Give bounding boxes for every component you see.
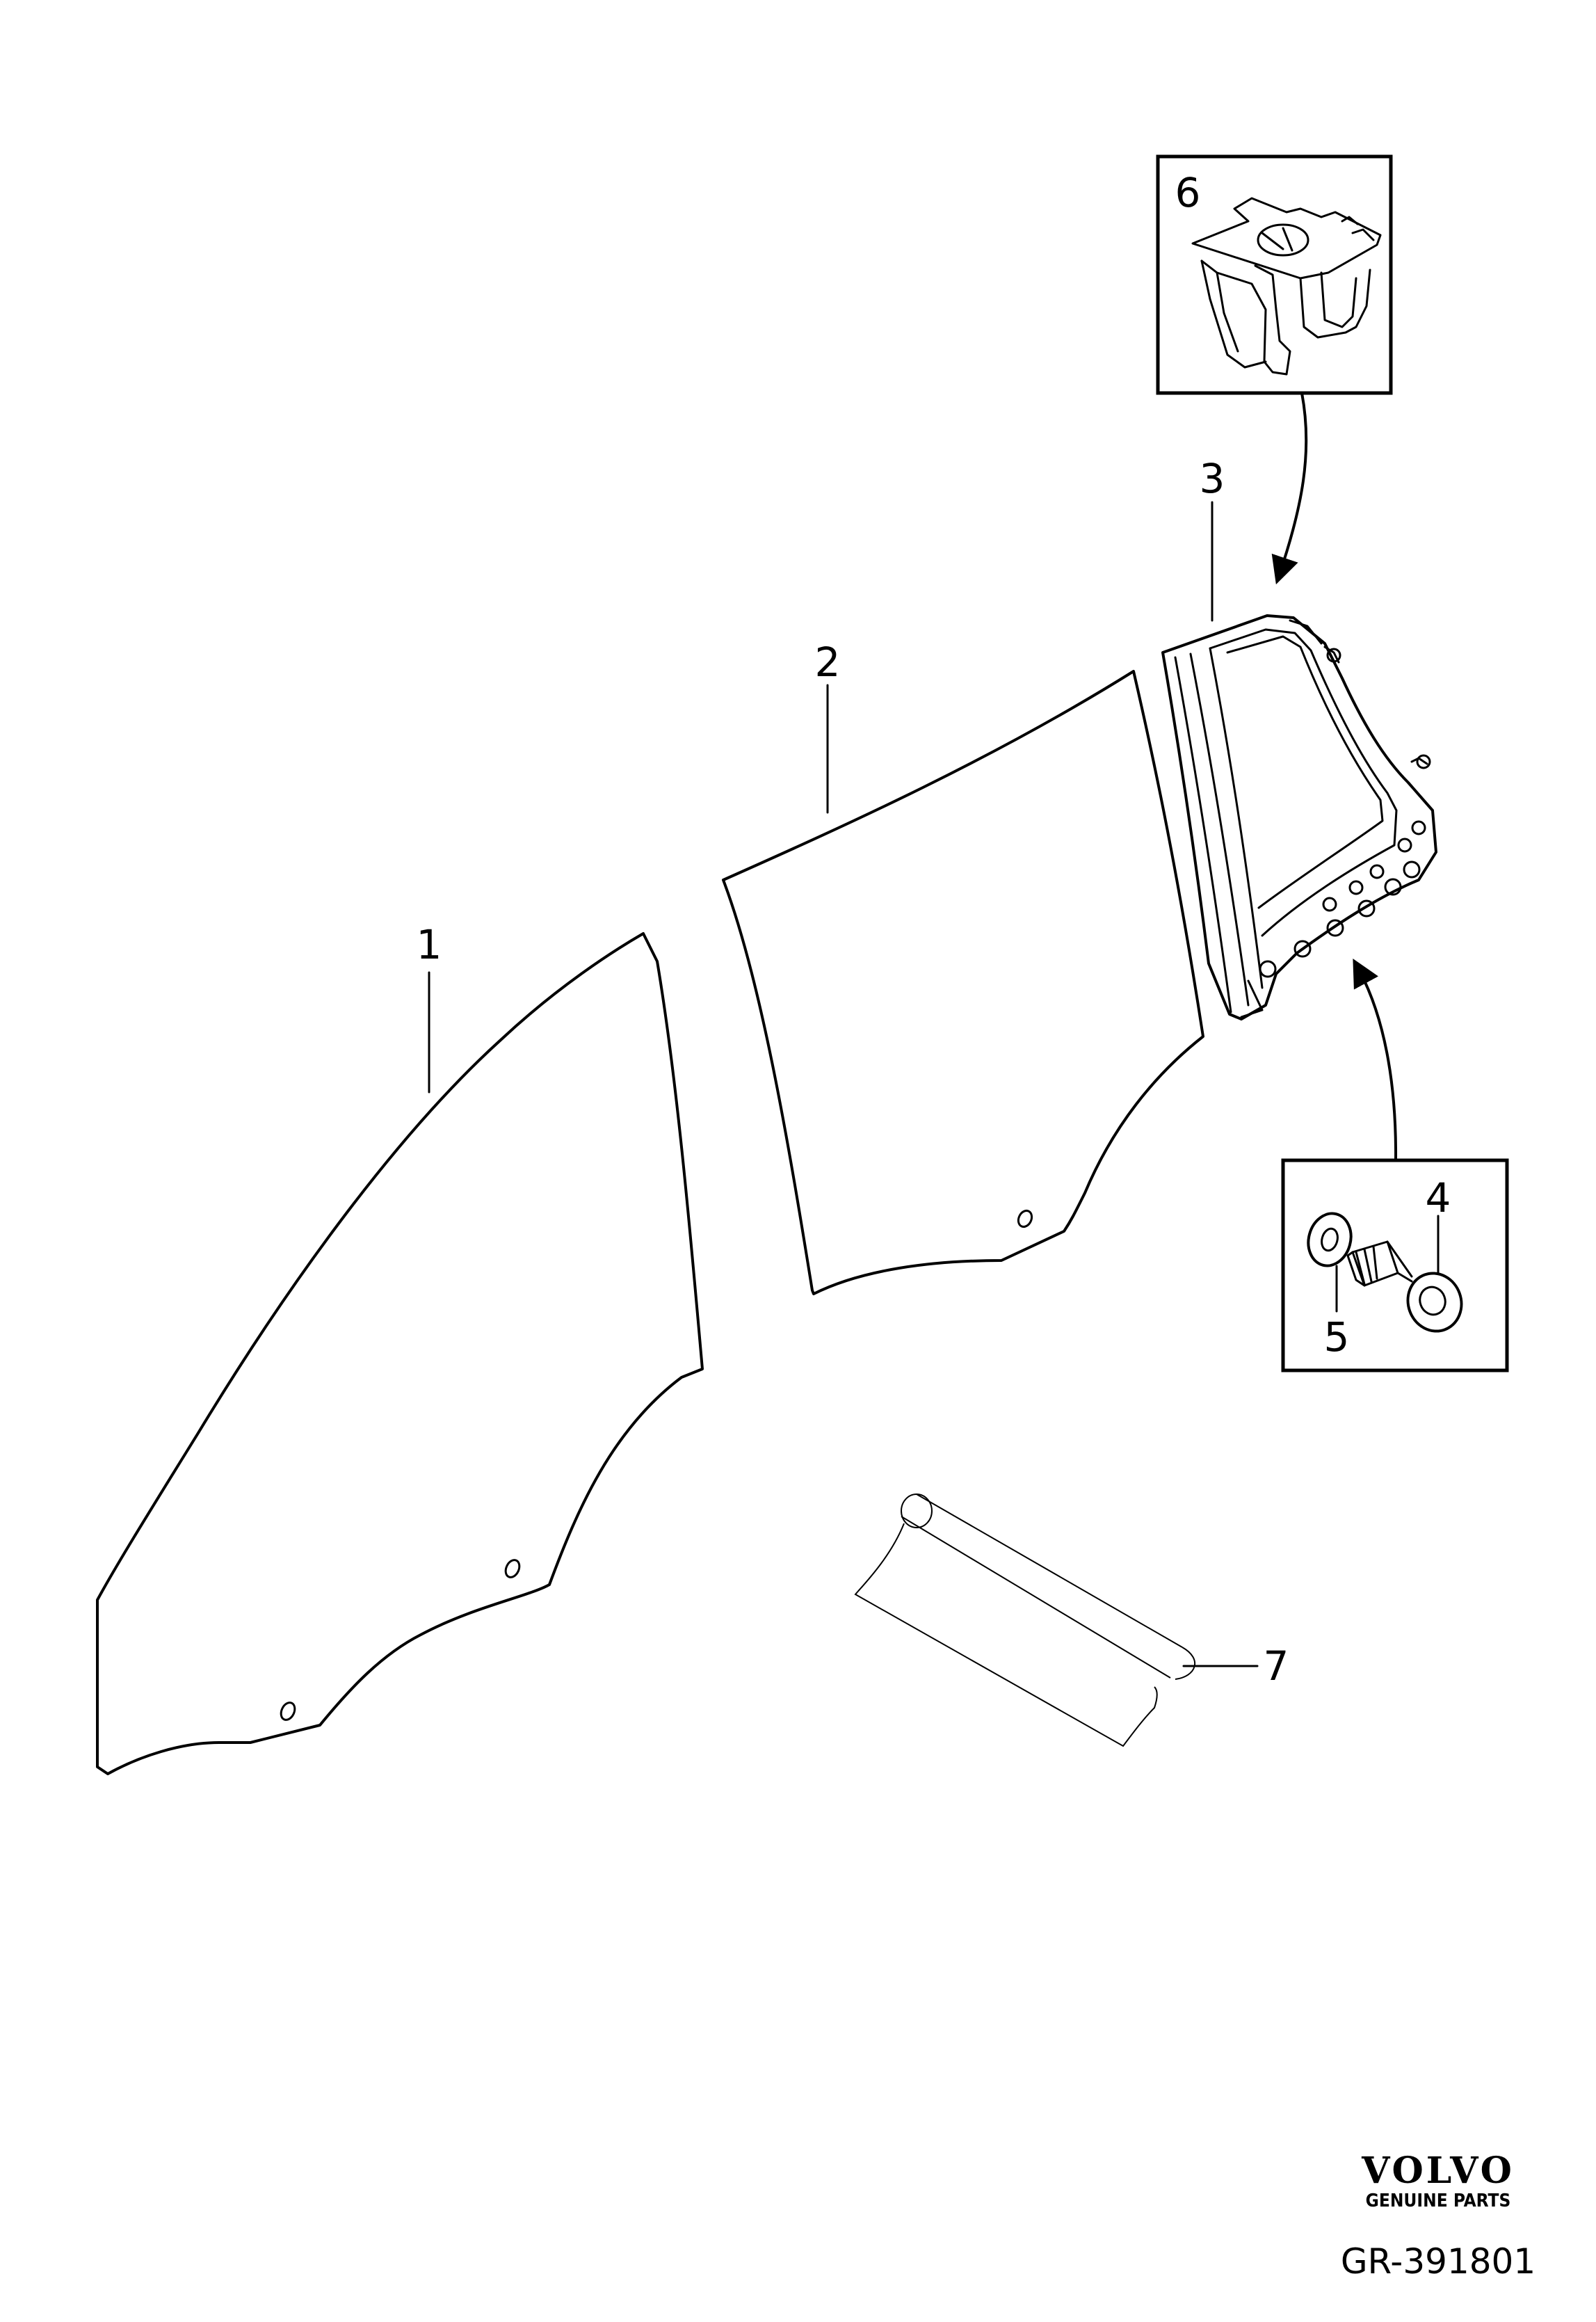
quarter-window: [1161, 614, 1437, 1020]
arrow-screw-to-window: [1353, 958, 1398, 1162]
callout-4: 4: [1426, 1174, 1451, 1222]
rear-door-glass: [722, 670, 1204, 1295]
callout-3: 3: [1200, 455, 1225, 502]
clip-part: [1191, 197, 1382, 376]
brand-logo: VOLVO GENUINE PARTS: [1361, 2149, 1515, 2211]
brand-subtitle: GENUINE PARTS: [1366, 2191, 1511, 2211]
screw: [1346, 1240, 1463, 1333]
callout-7: 7: [1264, 1642, 1289, 1690]
frame-mounting-holes: [1259, 820, 1426, 978]
diagram-reference: GR-391801: [1341, 2241, 1535, 2282]
callout-2: 2: [815, 639, 841, 686]
detail-box-clip: [1156, 154, 1393, 395]
arrow-clip-to-window: [1271, 392, 1308, 585]
callout-6: 6: [1175, 169, 1201, 216]
washer: [1307, 1212, 1353, 1267]
callout-1: 1: [417, 921, 442, 968]
front-door-glass: [96, 932, 704, 1775]
brand-name: VOLVO: [1361, 2149, 1515, 2192]
callout-5: 5: [1324, 1313, 1350, 1361]
film-roll: [854, 1494, 1196, 1747]
